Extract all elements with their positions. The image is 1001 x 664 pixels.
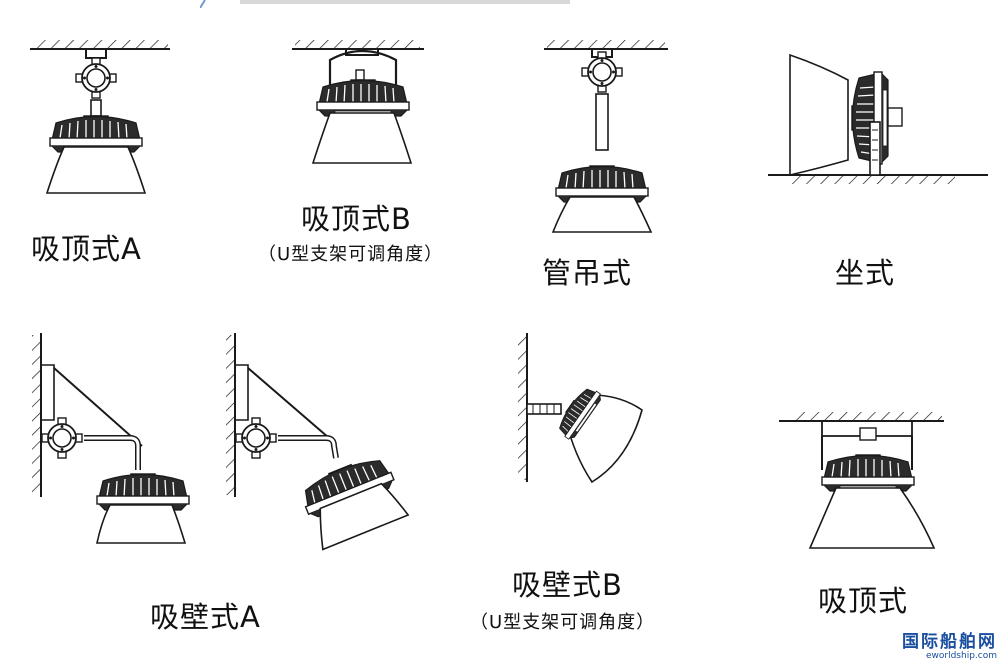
ceiling-mount-b [292,40,424,164]
watermark-url: eworldship.com [925,651,997,661]
note-wall-mount-b: （U型支架可调角度） [470,612,656,633]
cropped-header-trace [200,0,570,8]
watermark-title: 国际船舶网 [902,632,997,652]
pipe-pendant-mount [544,40,668,233]
note-ceiling-mount-b: （U型支架可调角度） [258,244,444,265]
wall-mount-b [518,333,643,484]
label-wall-mount-a: 吸壁式A [150,600,261,634]
ceiling-mount-a [30,40,170,194]
ceiling-mount [779,412,944,549]
seat-mount [768,53,988,184]
label-wall-mount-b: 吸壁式B [512,568,623,602]
wall-mount-a-angled [226,333,410,551]
label-seat-mount: 坐式 [835,256,896,290]
watermark: 国际船舶网 eworldship.com [902,633,997,661]
label-ceiling-mount-a: 吸顶式A [31,232,142,266]
label-pipe-pendant-mount: 管吊式 [542,256,633,290]
label-ceiling-mount: 吸顶式 [818,584,909,618]
wall-mount-a-straight [32,333,190,544]
label-ceiling-mount-b: 吸顶式B [301,202,412,236]
